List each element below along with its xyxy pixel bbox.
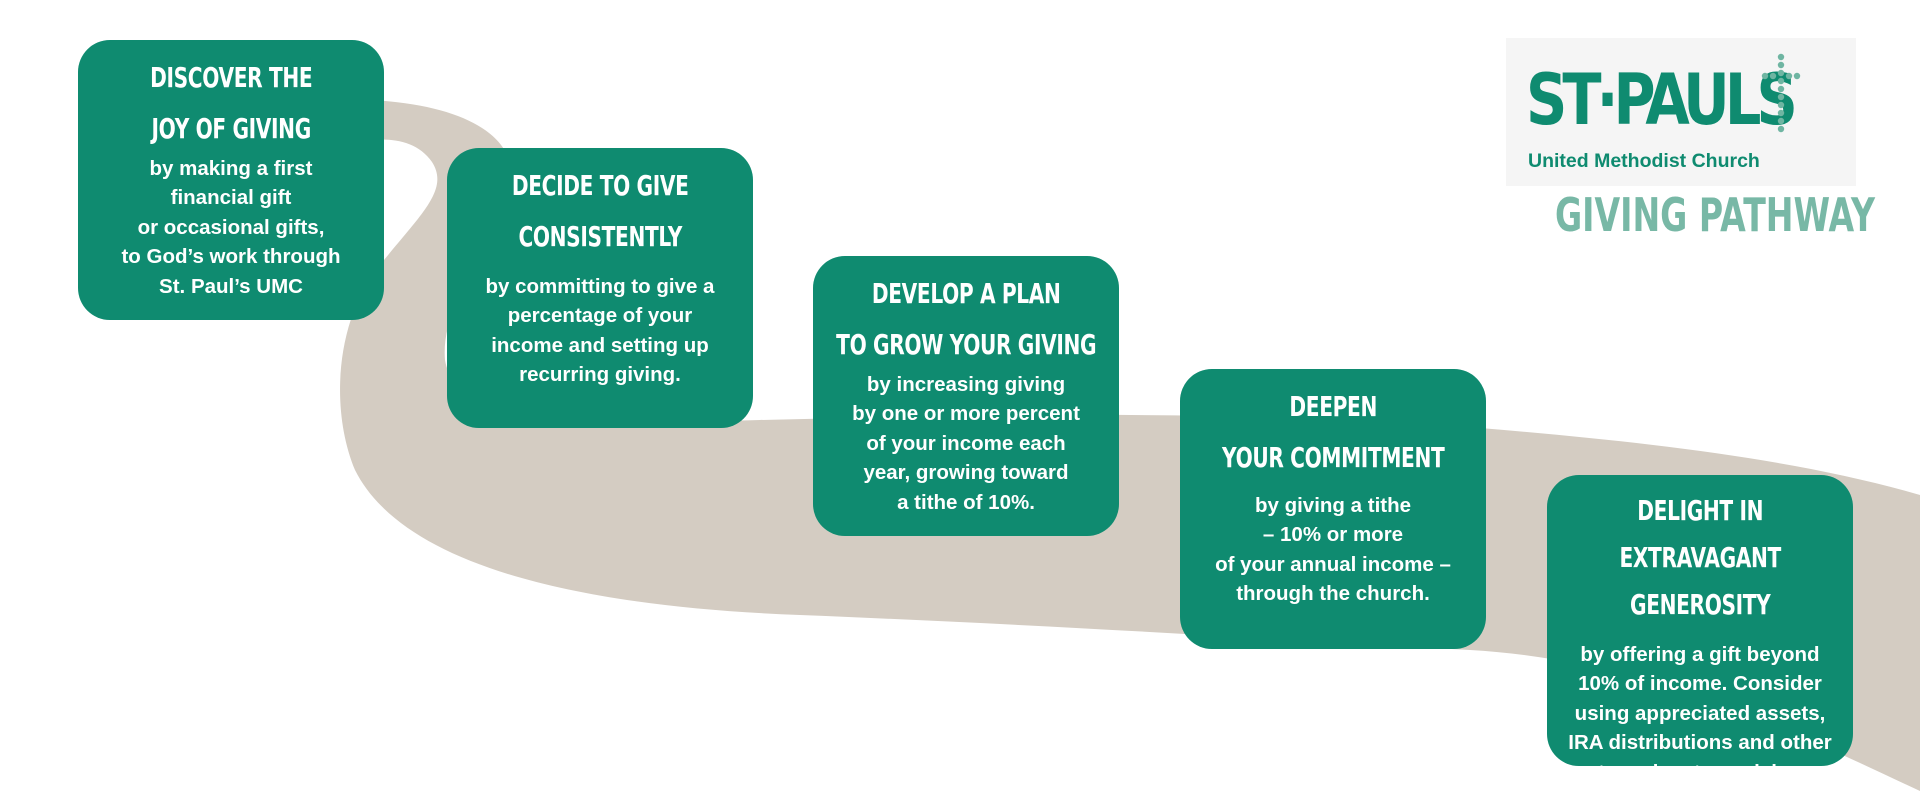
logo-name: ST·PAULS [1526,59,1798,141]
step-title: DELIGHT IN EXTRAVAGANT GENEROSITY [1619,494,1781,621]
logo-subtitle: United Methodist Church [1528,150,1760,172]
cross-icon [1761,53,1801,133]
step-description: by committing to give a percentage of yo… [485,275,715,387]
step-description: by making a first financial gift or occa… [121,157,341,298]
step-title: DEEPEN YOUR COMMITMENT [1221,390,1445,474]
church-logo: ST·PAULS United Methodist Church [1506,38,1856,186]
step-discover: DISCOVER THE JOY OF GIVING by making a f… [78,40,384,320]
page-title: GIVING PATHWAY [1555,188,1875,242]
step-title: DECIDE TO GIVE CONSISTENTLY [511,169,689,253]
step-title: DEVELOP A PLAN TO GROW YOUR GIVING [835,277,1097,361]
step-description: by offering a gift beyond 10% of income.… [1568,643,1832,784]
step-title: DISCOVER THE JOY OF GIVING [149,61,313,145]
step-develop: DEVELOP A PLAN TO GROW YOUR GIVING by in… [813,256,1119,536]
step-deepen: DEEPEN YOUR COMMITMENT by giving a tithe… [1180,369,1486,649]
step-description: by giving a tithe – 10% or more of your … [1215,494,1451,606]
step-description: by increasing giving by one or more perc… [852,373,1080,514]
step-delight: DELIGHT IN EXTRAVAGANT GENEROSITY by off… [1547,475,1853,784]
step-decide: DECIDE TO GIVE CONSISTENTLY by committin… [447,148,753,428]
